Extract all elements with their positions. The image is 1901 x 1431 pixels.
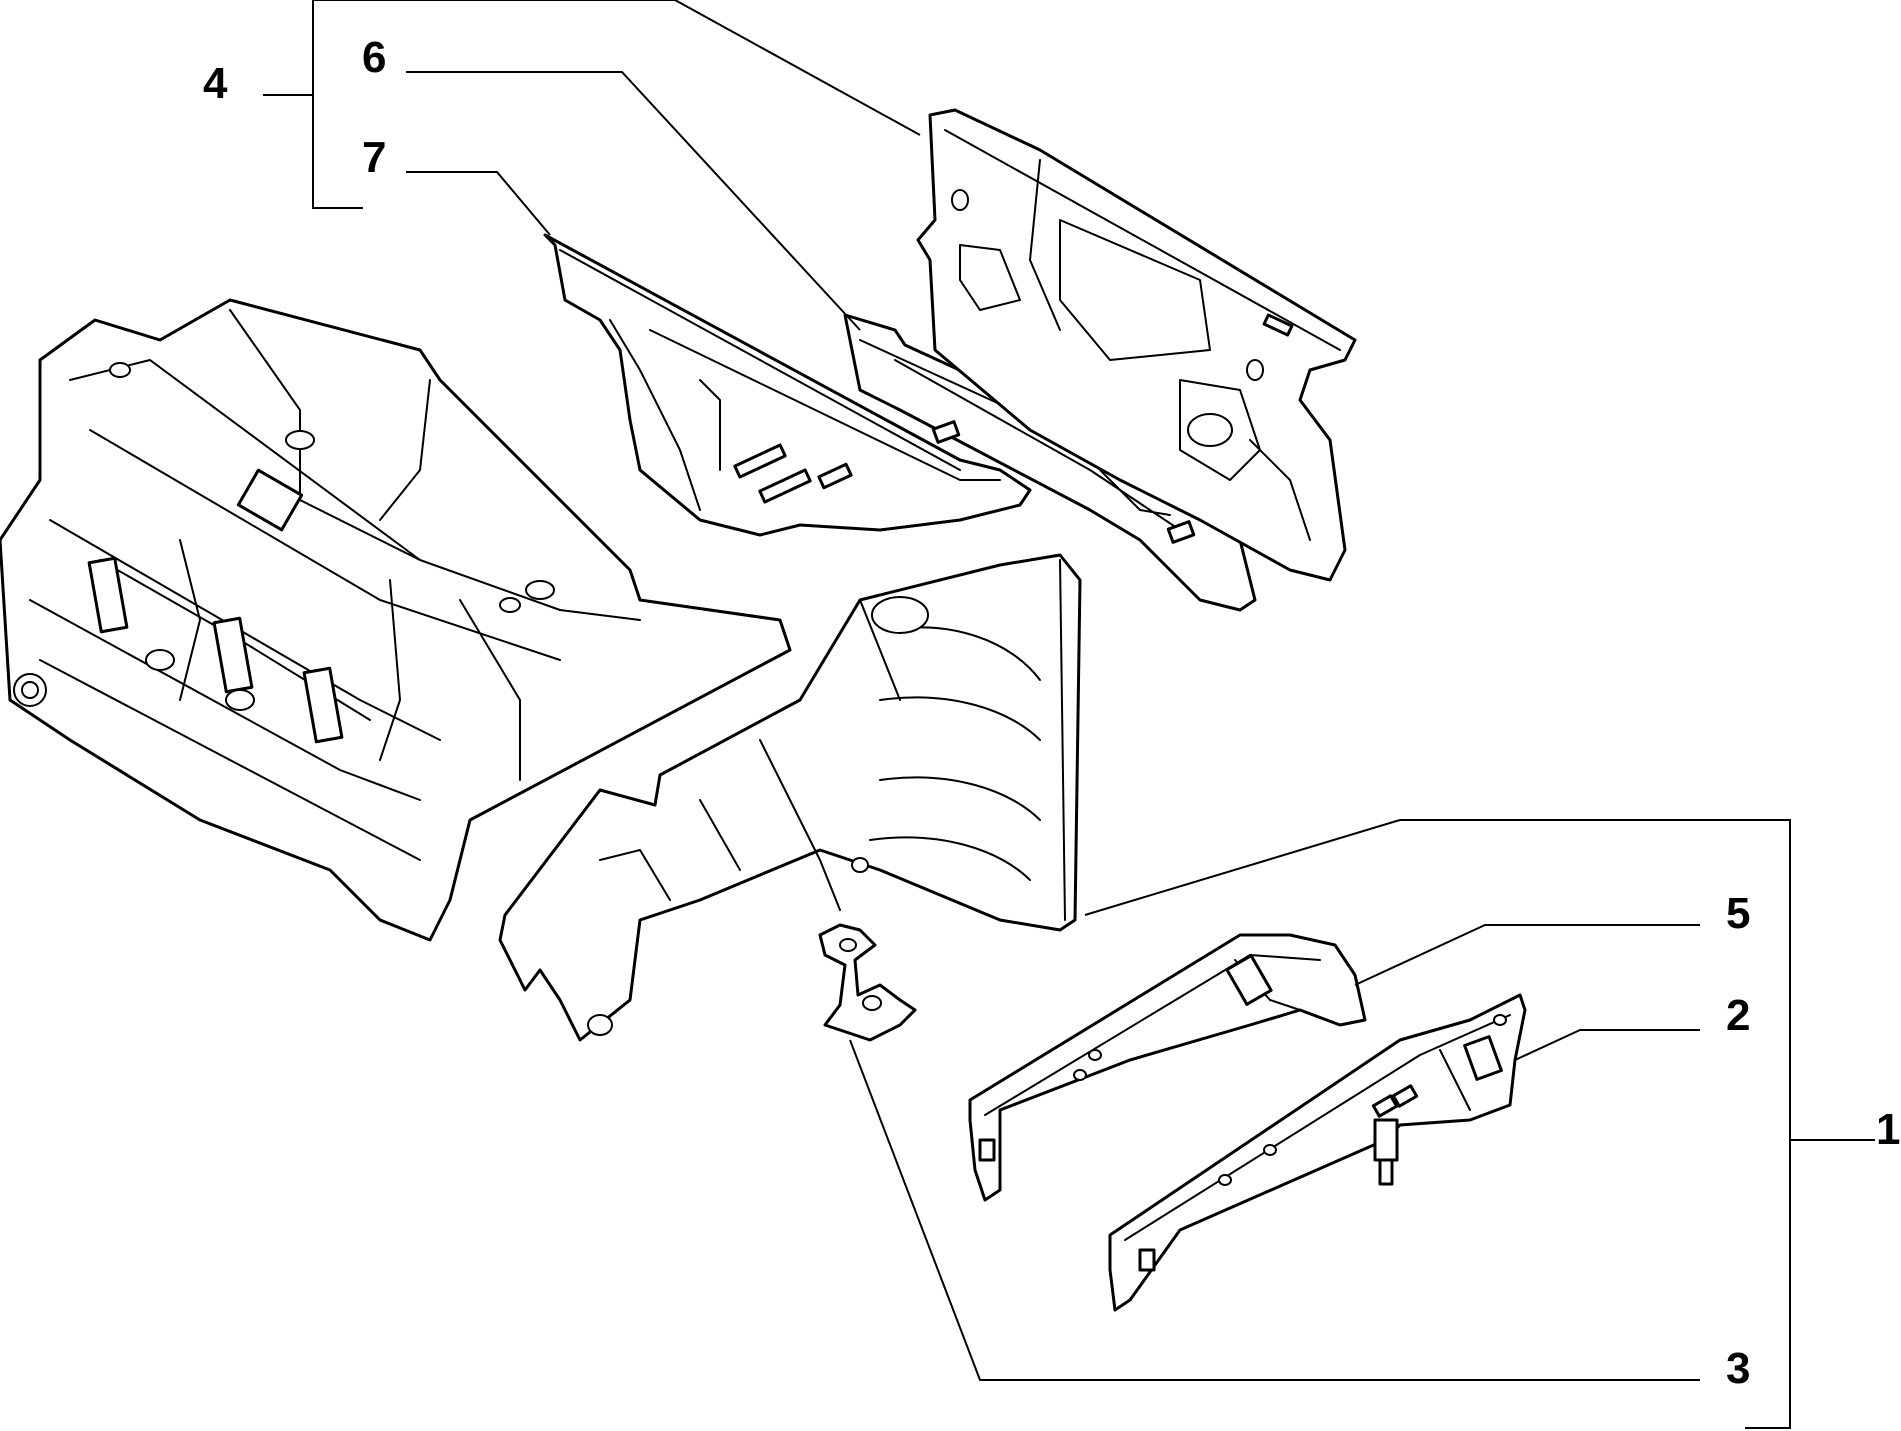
dash-panel [916, 108, 1357, 582]
bracket-1 [1400, 819, 1791, 1429]
callout-5: 5 [1726, 889, 1750, 938]
front-body-structure [0, 298, 792, 942]
leader-2 [1514, 1029, 1700, 1061]
callout-1: 1 [1876, 1105, 1900, 1154]
leader-3 [849, 1039, 1700, 1381]
part-3-bracket [818, 923, 917, 1042]
leader-lines [263, 0, 1875, 1429]
part-7-dash-cross-member [543, 233, 1032, 537]
callout-4: 4 [203, 59, 228, 108]
callout-3: 3 [1726, 1344, 1750, 1393]
part-2-lower-side-member [1108, 993, 1527, 1312]
callout-2: 2 [1726, 991, 1750, 1040]
leader-7 [406, 171, 551, 236]
leader-5 [1354, 924, 1700, 986]
leader-1-to-wheelhouse [1084, 819, 1401, 916]
part-5-upper-side-member [968, 933, 1367, 1202]
leader-6 [406, 71, 861, 331]
bracket-4 [312, 0, 363, 209]
wheelhouse-panel [498, 553, 1082, 1042]
callout-7: 7 [362, 133, 386, 182]
leader-4-to-dash-panel [313, 0, 921, 136]
callout-6: 6 [362, 33, 386, 82]
